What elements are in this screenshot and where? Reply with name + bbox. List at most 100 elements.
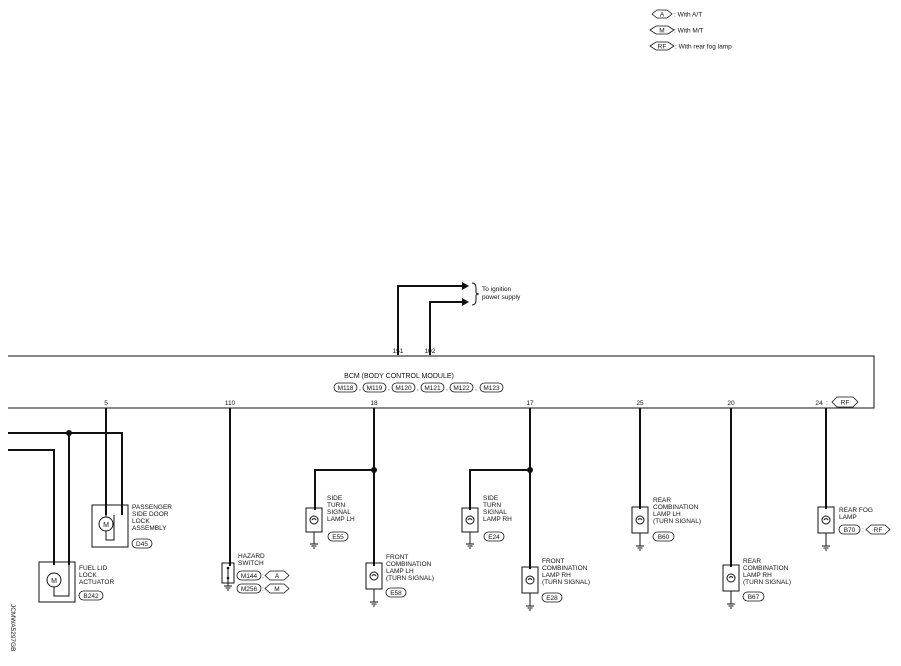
bcm-connector: M120 (395, 385, 412, 392)
rear-fog-lamp: REAR FOG LAMP B70 : RF (817, 408, 891, 551)
connector-label: D45 (136, 541, 148, 548)
component-label: LAMP (839, 514, 857, 521)
bcm-pin-110: 110 (225, 400, 236, 407)
component-label: (TURN SIGNAL) (386, 575, 434, 582)
bcm-pin-17: 17 (526, 400, 534, 407)
component-label: LAMP RH (483, 516, 512, 523)
legend-code: M (659, 28, 664, 35)
side-turn-lamp-lh: SIDE TURN SIGNAL LAMP LH E55 (305, 495, 355, 549)
svg-text:,: , (417, 385, 419, 392)
component-label: LAMP LH (386, 568, 414, 575)
passenger-door-lock: M PASSENGER SIDE DOOR LOCK ASSEMBLY D45 (91, 504, 172, 549)
variant-code: M (274, 586, 279, 593)
component-label: TURN (327, 502, 345, 509)
bcm-pin-5: 5 (104, 400, 108, 407)
svg-text:,: , (388, 385, 390, 392)
legend-item-rf: RF : With rear fog lamp (649, 41, 732, 51)
bcm-pin-25: 25 (636, 400, 644, 407)
connector-label: E55 (332, 534, 344, 541)
legend-item-a: A : With A/T (651, 9, 702, 19)
svg-text:,: , (446, 385, 448, 392)
component-label: SIDE DOOR (132, 511, 169, 518)
lamp-icon (467, 518, 473, 521)
rh-turn-wiring (469, 408, 533, 569)
connector-label: M256 (241, 586, 258, 593)
bcm-pin-24-code: RF (841, 400, 850, 407)
ignition-label-2: power supply (482, 294, 521, 301)
component-label: TURN (483, 502, 501, 509)
lh-turn-wiring (314, 408, 377, 566)
legend-text: : With A/T (674, 12, 702, 19)
ground-icon (466, 543, 474, 549)
bcm-connector: M123 (483, 385, 500, 392)
svg-text::: : (262, 586, 264, 593)
connector-label: B70 (844, 527, 856, 534)
fuel-lid-actuator: M FUEL LID LOCK ACTUATOR B242 (38, 561, 114, 603)
component-label: FUEL LID (79, 565, 108, 572)
lamp-icon (371, 574, 377, 577)
legend-text: : With rear fog lamp (675, 44, 732, 51)
component-label: ACTUATOR (79, 579, 114, 586)
ground-icon (636, 545, 644, 551)
ground-icon (370, 601, 378, 607)
front-turn-lamp-lh: FRONT COMBINATION LAMP LH (TURN SIGNAL) … (365, 554, 434, 607)
ground-icon (822, 545, 830, 551)
component-label: SWITCH (238, 560, 264, 567)
svg-text::: : (262, 573, 264, 580)
bcm-pin-24: 24 (815, 400, 823, 407)
component-label: (TURN SIGNAL) (542, 579, 590, 586)
ground-icon (310, 543, 318, 549)
connector-label: E28 (546, 595, 558, 602)
ignition-supply: To ignition power supply (397, 282, 521, 355)
bcm-connector: M118 (338, 385, 354, 392)
component-label: COMBINATION (386, 561, 432, 568)
ground-icon (224, 585, 232, 591)
bcm-connector: M119 (367, 385, 383, 392)
legend-item-m: M : With M/T (649, 25, 704, 35)
component-label: SIGNAL (327, 509, 351, 516)
variant-code: RF (874, 527, 883, 534)
lock-wiring (8, 408, 123, 565)
bcm-pin-18: 18 (370, 400, 378, 407)
arrow-icon (462, 298, 469, 306)
component-label: LAMP LH (327, 516, 355, 523)
legend: A : With A/T M : With M/T RF : With rear… (649, 9, 732, 51)
rear-turn-lamp-lh: REAR COMBINATION LAMP LH (TURN SIGNAL) B… (631, 408, 701, 551)
motor-icon: M (103, 522, 109, 529)
bcm-connectors: M118 , M119 , M120 , M121 , M122 , M123 (333, 382, 504, 393)
ground-icon (526, 605, 534, 611)
lamp-icon (527, 578, 533, 581)
legend-code: RF (658, 44, 667, 51)
component-label: (TURN SIGNAL) (653, 518, 701, 525)
bcm-pin-102: 102 (425, 348, 436, 355)
bcm-pin-151: 151 (393, 348, 404, 355)
component-label: FRONT (386, 554, 408, 561)
svg-text:,: , (475, 385, 477, 392)
component-label: LAMP RH (542, 572, 571, 579)
component-label: LOCK (79, 572, 97, 579)
component-label: SIDE (327, 495, 343, 502)
lamp-icon (728, 576, 734, 579)
lamp-icon (823, 518, 829, 521)
bcm-title: BCM (BODY CONTROL MODULE) (344, 373, 454, 380)
lamp-icon (637, 518, 643, 521)
bcm-module: 151 102 BCM (BODY CONTROL MODULE) M118 ,… (8, 348, 875, 409)
rear-turn-lamp-rh: REAR COMBINATION LAMP RH (TURN SIGNAL) B… (722, 408, 791, 609)
arrow-icon (462, 282, 469, 290)
component-label: COMBINATION (743, 565, 789, 572)
bcm-pin-24-sep: : (826, 400, 828, 407)
component-label: REAR (743, 558, 761, 565)
motor-icon: M (51, 578, 57, 585)
component-label: REAR (653, 497, 671, 504)
component-label: LAMP RH (743, 572, 772, 579)
diagram-id: JCMWA5297GB (9, 604, 16, 651)
bcm-pin-20: 20 (727, 400, 735, 407)
side-turn-lamp-rh: SIDE TURN SIGNAL LAMP RH E24 (461, 495, 512, 549)
bcm-connector: M121 (424, 385, 441, 392)
component-label: PASSENGER (132, 504, 172, 511)
svg-text:,: , (359, 385, 361, 392)
front-turn-lamp-rh: FRONT COMBINATION LAMP RH (TURN SIGNAL) … (521, 558, 590, 611)
component-label: HAZARD (238, 553, 265, 560)
legend-text: : With M/T (674, 28, 704, 35)
